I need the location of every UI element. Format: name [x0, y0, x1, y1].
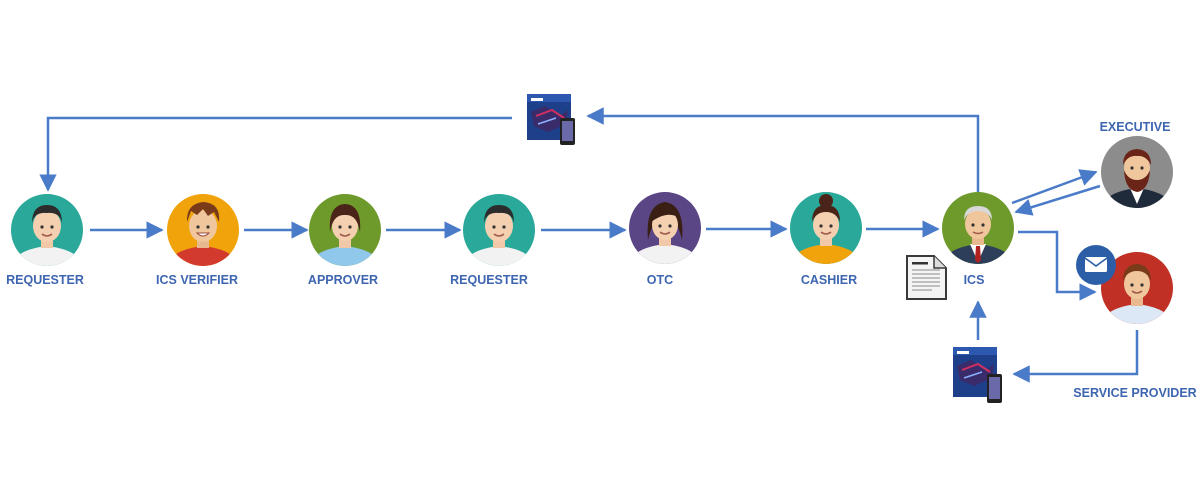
ics-avatar[interactable]: [942, 192, 1014, 266]
executive-avatar[interactable]: [1101, 136, 1173, 210]
ics-verifier-avatar[interactable]: [167, 194, 239, 268]
service-provider-avatar[interactable]: [1101, 252, 1173, 326]
requester-avatar-2[interactable]: [463, 194, 535, 268]
arrow-ics-to-service-provider: [1018, 230, 1097, 301]
document-icon: [906, 255, 947, 300]
arrow-ics-to-box: [586, 107, 980, 192]
executive-label: EXECUTIVE: [1099, 120, 1171, 134]
cashier-label: CASHIER: [800, 273, 858, 287]
ics-verifier-label: ICS VERIFIER: [156, 273, 238, 287]
otc-avatar[interactable]: [629, 192, 701, 266]
product-box-icon-2: [953, 347, 1002, 403]
service-provider-label: SERVICE PROVIDER: [1073, 386, 1197, 400]
connector-arrows: [39, 107, 1139, 383]
requester-label-2: REQUESTER: [450, 273, 528, 287]
arrow-box-to-requester: [39, 116, 512, 192]
ics-label: ICS: [963, 273, 985, 287]
product-box-icon: [527, 94, 575, 145]
email-icon: [1076, 245, 1116, 285]
arrow-service-provider-to-box: [1012, 330, 1139, 383]
cashier-avatar[interactable]: [790, 192, 862, 266]
arrow-executive-to-ics: [1014, 184, 1101, 216]
requester-avatar[interactable]: [11, 194, 83, 268]
arrow-ics-to-executive: [1011, 169, 1098, 205]
approver-label: APPROVER: [307, 273, 379, 287]
otc-label: OTC: [646, 273, 674, 287]
requester-label: REQUESTER: [6, 273, 84, 287]
approver-avatar[interactable]: [309, 194, 381, 268]
